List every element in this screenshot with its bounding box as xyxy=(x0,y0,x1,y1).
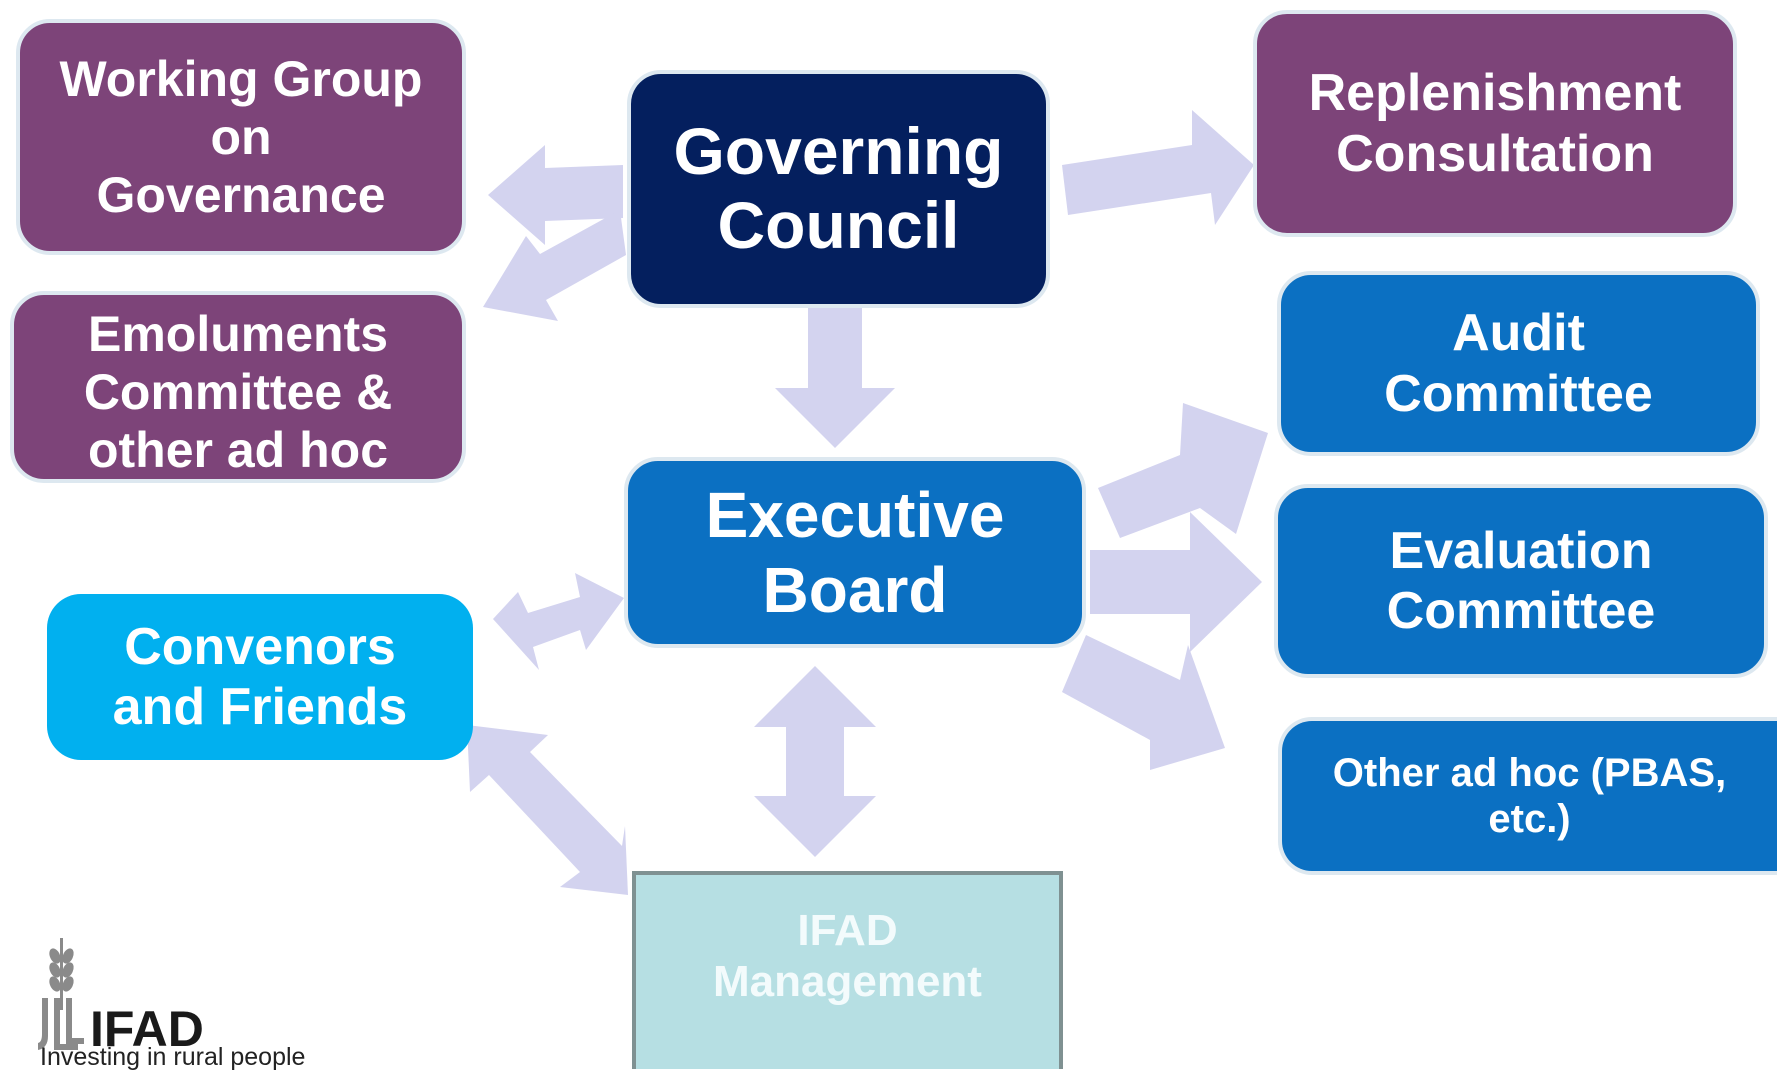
arrow-council-to-working-group xyxy=(488,145,623,245)
audit-committee-box: Audit Committee xyxy=(1277,271,1760,456)
emoluments-line-1: Emoluments xyxy=(87,306,389,362)
replenishment-consultation-box: Replenishment Consultation xyxy=(1253,10,1737,237)
other-adhoc-box: Other ad hoc (PBAS, etc.) xyxy=(1278,717,1777,875)
evaluation-line-2: Committee xyxy=(1386,582,1656,640)
governing-council-line-2: Council xyxy=(717,188,960,262)
replenishment-line-2: Consultation xyxy=(1336,124,1654,183)
governing-council-box: Governing Council xyxy=(627,70,1050,308)
emoluments-committee-box: Emoluments Committee & other ad hoc xyxy=(10,291,466,483)
arrow-council-to-executive-board xyxy=(775,298,895,448)
executive-board-line-2: Board xyxy=(762,553,948,626)
replenishment-line-1: Replenishment xyxy=(1308,64,1682,123)
convenors-line-1: Convenors xyxy=(124,617,396,676)
arrow-board-management-bidirectional xyxy=(754,666,876,857)
audit-line-1: Audit xyxy=(1452,304,1585,363)
arrow-council-to-replenishment xyxy=(1062,110,1254,225)
arrow-board-to-evaluation xyxy=(1090,512,1262,652)
logo-wordmark: IFAD xyxy=(90,1001,204,1057)
convenors-friends-box: Convenors and Friends xyxy=(47,594,473,760)
arrow-board-convenors-bidirectional xyxy=(493,573,624,670)
logo-tagline: Investing in rural people xyxy=(40,1043,306,1071)
wheat-ear-icon xyxy=(38,938,84,1050)
working-group-line-2: on xyxy=(210,109,272,165)
governing-council-line-1: Governing xyxy=(673,114,1004,189)
ifad-logo: IFAD xyxy=(38,938,204,1057)
ifad-management-line-1: IFAD xyxy=(797,906,898,955)
emoluments-line-3: other ad hoc xyxy=(87,422,389,478)
ifad-management-line-2: Management xyxy=(713,957,982,1007)
working-group-line-1: Working Group xyxy=(59,51,423,107)
evaluation-committee-box: Evaluation Committee xyxy=(1274,484,1768,678)
evaluation-line-1: Evaluation xyxy=(1389,521,1653,580)
working-group-box: Working Group on Governance xyxy=(16,19,466,255)
other-adhoc-line-2: etc.) xyxy=(1488,797,1571,841)
arrow-council-to-emoluments xyxy=(483,210,626,321)
arrow-board-to-other-adhoc xyxy=(1062,635,1225,770)
arrow-convenors-management-bidirectional xyxy=(467,725,628,895)
audit-line-2: Committee xyxy=(1384,364,1653,423)
other-adhoc-line-1: Other ad hoc (PBAS, xyxy=(1332,750,1727,795)
executive-board-line-1: Executive xyxy=(705,479,1005,552)
arrow-board-to-audit xyxy=(1098,403,1268,538)
ifad-management-box: IFAD Management xyxy=(632,871,1063,1069)
convenors-line-2: and Friends xyxy=(112,678,408,736)
working-group-line-3: Governance xyxy=(96,167,386,223)
executive-board-box: Executive Board xyxy=(624,457,1086,648)
emoluments-line-2: Committee & xyxy=(83,364,393,420)
